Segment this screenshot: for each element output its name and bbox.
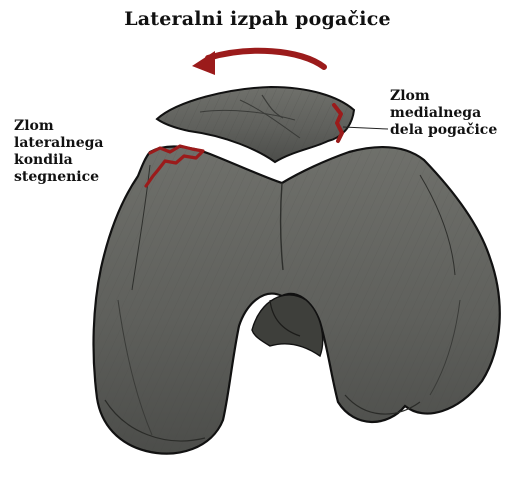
medial-label-line-3: dela pogačice (390, 122, 510, 139)
lateral-label-line-3: kondila (14, 152, 134, 169)
displacement-arrow (192, 51, 324, 75)
medial-label-line-1: Zlom (390, 88, 510, 105)
lateral-label-line-2: lateralnega (14, 135, 134, 152)
lateral-label-line-1: Zlom (14, 118, 134, 135)
diagram-title: Lateralni izpah pogačice (0, 8, 515, 30)
medial-label-line-2: medialnega (390, 105, 510, 122)
lateral-condyle-fracture-label: Zlom lateralnega kondila stegnenice (14, 118, 134, 186)
medial-patella-fracture-label: Zlom medialnega dela pogačice (390, 88, 510, 139)
medial-label-pointer (343, 127, 388, 129)
lateral-label-line-4: stegnenice (14, 169, 134, 186)
femur-bone (94, 146, 500, 453)
